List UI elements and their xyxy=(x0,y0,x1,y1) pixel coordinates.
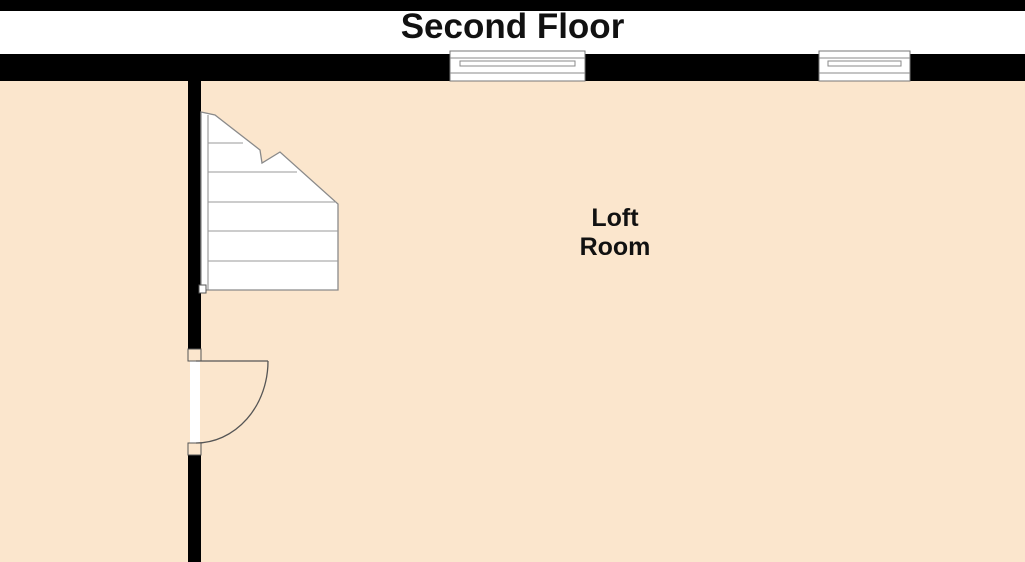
room-label-line-2: Room xyxy=(579,233,651,261)
interior-wall-lower xyxy=(188,455,201,562)
loft-room-area xyxy=(200,80,1025,562)
interior-wall-upper xyxy=(188,80,201,350)
left-room-area xyxy=(0,80,190,562)
door-jamb-bottom xyxy=(187,442,202,456)
door-jamb-top xyxy=(187,348,202,362)
top-border xyxy=(0,0,1025,11)
door-swing xyxy=(195,360,269,444)
room-label-line-1: Loft xyxy=(591,204,639,232)
staircase xyxy=(198,111,339,294)
floor-title: Second Floor xyxy=(400,7,625,46)
window-2 xyxy=(818,50,911,82)
window-1 xyxy=(449,50,586,82)
room-label-loft: Loft Room xyxy=(530,204,700,262)
